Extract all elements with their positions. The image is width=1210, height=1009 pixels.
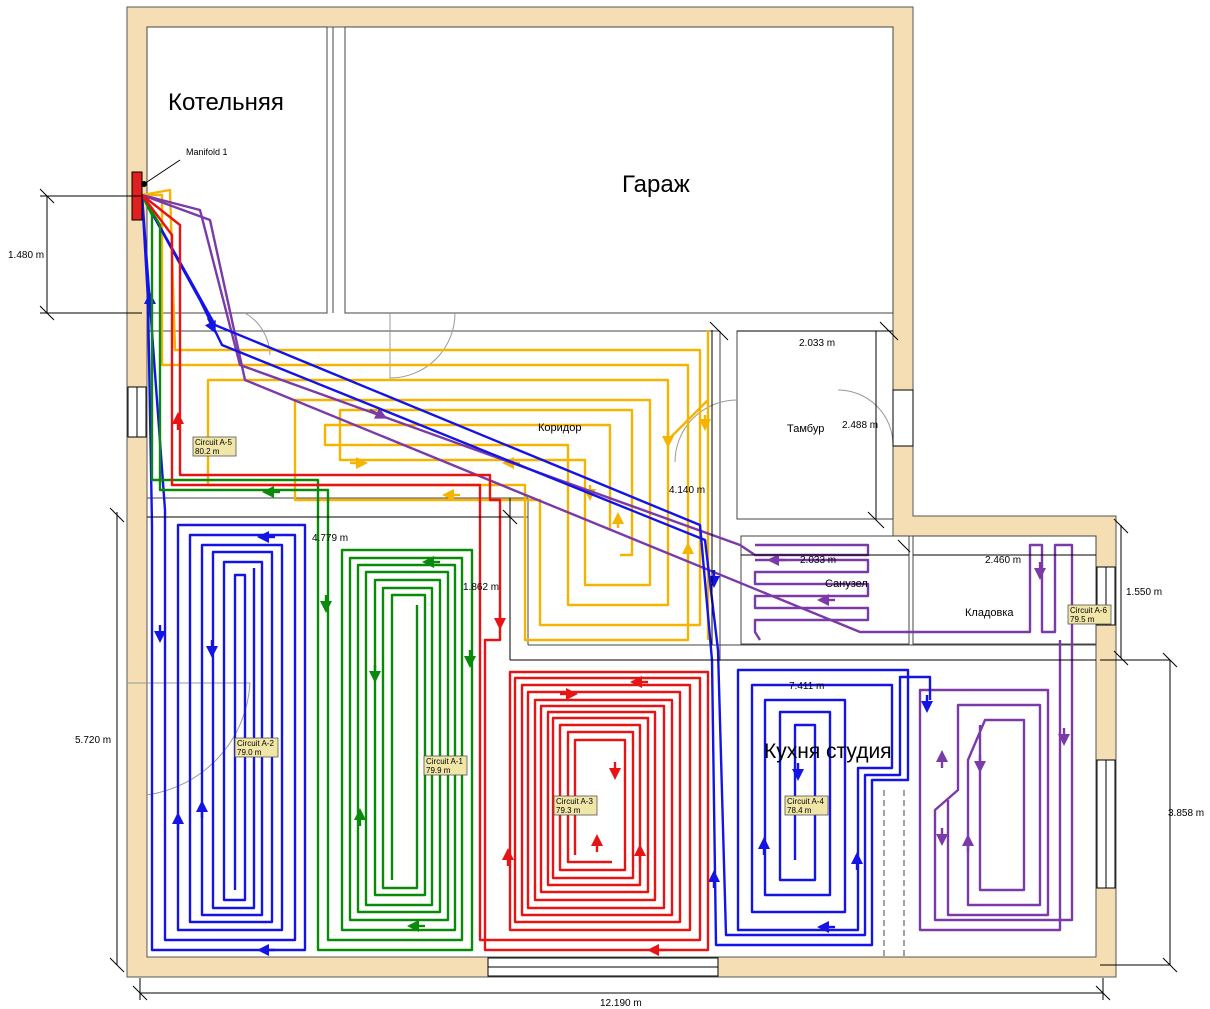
circuit-tag-a1-length: 79.9 m <box>426 766 451 775</box>
dim-corridor-depth: 4.140 m <box>669 485 705 496</box>
circuit-tag-a2-label: Circuit A-2 <box>237 739 274 748</box>
circuit-tag-a6-label: Circuit A-6 <box>1070 606 1107 615</box>
dim-bath-width: 2.033 m <box>800 555 836 566</box>
interior-walls <box>127 26 1097 957</box>
room-bathroom: Санузел <box>825 578 868 590</box>
dim-storage-width: 2.460 m <box>985 555 1021 566</box>
circuit-tag-a4-label: Circuit A-4 <box>787 797 824 806</box>
manifold-label: Manifold 1 <box>186 147 228 157</box>
circuit-a6-loop <box>141 193 1074 932</box>
dim-vestibule-depth: 2.488 m <box>842 420 878 431</box>
dim-right-height: 3.858 m <box>1168 808 1204 819</box>
circuit-tag-a5[interactable]: Circuit A-5 80.2 m <box>192 436 237 457</box>
circuit-tag-a5-length: 80.2 m <box>195 447 220 456</box>
manifold-leader <box>143 159 181 185</box>
circuit-tag-a6[interactable]: Circuit A-6 79.5 m <box>1067 604 1112 625</box>
room-vestibule: Тамбур <box>787 423 824 435</box>
room-storage: Кладовка <box>965 607 1014 619</box>
circuit-a2-loop <box>140 194 307 956</box>
room-garage: Гараж <box>622 171 690 198</box>
circuit-tag-a5-label: Circuit A-5 <box>195 438 232 447</box>
dim-kitchen-width: 7.411 m <box>789 681 824 692</box>
circuit-tag-a3-label: Circuit A-3 <box>556 797 593 806</box>
circuit-tag-a2-length: 79.0 m <box>237 748 262 757</box>
circuit-a5-loop <box>141 188 711 642</box>
windows <box>127 386 1116 977</box>
dim-center-span: 1.862 m <box>463 582 499 593</box>
circuit-tag-a1[interactable]: Circuit A-1 79.9 m <box>423 755 468 776</box>
dim-left-room-width: 4.779 m <box>312 533 348 544</box>
circuit-tag-a3-length: 79.3 m <box>556 806 581 815</box>
circuit-tag-a2[interactable]: Circuit A-2 79.0 m <box>234 737 279 758</box>
circuit-tag-a4-length: 78.4 m <box>787 806 812 815</box>
dim-vestibule-width: 2.033 m <box>799 338 835 349</box>
dimension-lines <box>39 188 1178 1001</box>
dim-left-height: 5.720 m <box>75 735 111 746</box>
circuit-tag-a1-label: Circuit A-1 <box>426 757 463 766</box>
dim-total-width: 12.190 m <box>600 998 642 1009</box>
room-boiler: Котельняя <box>168 89 284 116</box>
circuit-tag-a6-length: 79.5 m <box>1070 615 1095 624</box>
room-kitchen: Кухня студия <box>764 740 892 763</box>
circuit-tag-a4[interactable]: Circuit A-4 78.4 m <box>784 795 829 816</box>
circuit-a4-loop <box>140 194 933 947</box>
room-labels: Котельняя Гараж Коридор Тамбур Санузел К… <box>168 89 1014 763</box>
dim-manifold-offset: 1.480 m <box>8 250 44 261</box>
circuit-tag-a3[interactable]: Circuit A-3 79.3 m <box>553 795 598 816</box>
circuit-a1-loop <box>140 194 476 952</box>
room-corridor: Коридор <box>538 422 581 434</box>
dimension-labels: 1.480 m 2.033 m 2.488 m 4.140 m 4.779 m … <box>8 250 1204 1009</box>
circuit-a3-loop <box>141 194 710 956</box>
dim-storage-depth: 1.550 m <box>1126 587 1162 598</box>
